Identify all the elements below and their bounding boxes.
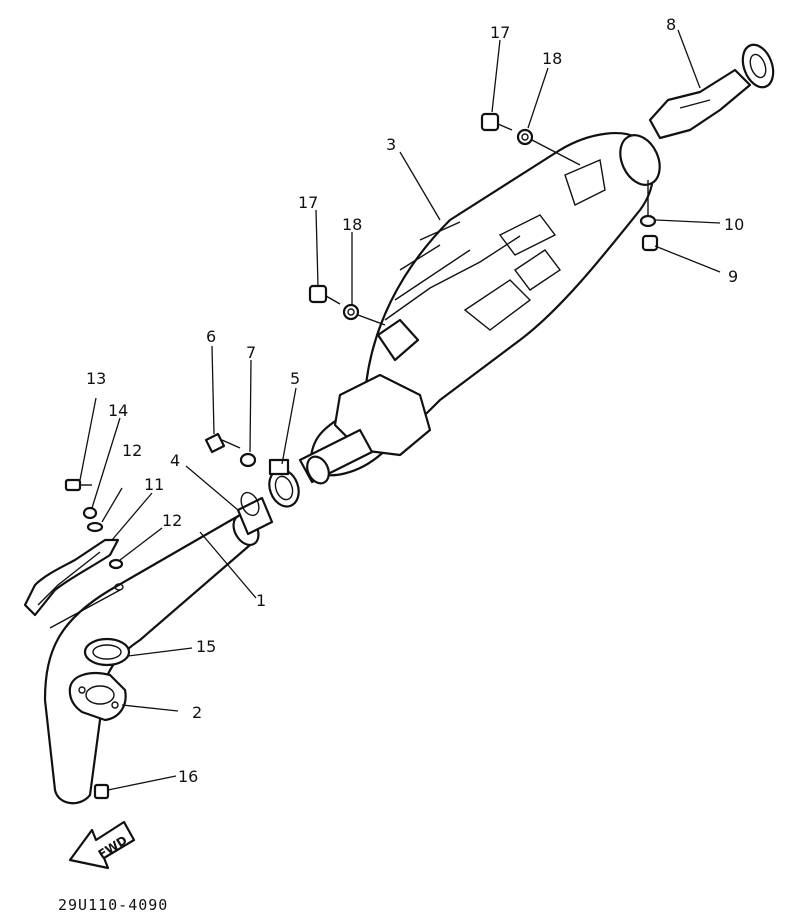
callout-10: 10 [724,215,744,234]
clamp [268,458,300,508]
washer-14 [82,506,98,520]
callout-17b: 17 [298,193,318,212]
joint-sleeve [236,491,274,536]
callout-2: 2 [192,703,202,722]
callout-16: 16 [178,767,198,786]
washer-7 [239,452,257,468]
callout-8: 8 [666,15,676,34]
callout-3: 3 [386,135,396,154]
leader-lines [79,29,721,791]
gasket [83,637,131,667]
drawing-code: 29U110-4090 [58,896,168,914]
callout-18b: 18 [342,215,362,234]
bolt-17b [308,284,341,305]
callout-13: 13 [86,369,106,388]
nut-9 [641,234,659,252]
tailpipe [648,43,775,140]
washer-12b [108,558,124,591]
nut-16 [93,783,110,800]
washer-18b [342,303,360,321]
callout-7: 7 [246,343,256,362]
callout-labels: 1 2 3 4 5 6 7 8 9 10 11 12 12 13 14 15 1… [86,15,744,786]
callout-17a: 17 [490,23,510,42]
exhaust-pipe [43,513,260,805]
callout-11: 11 [144,475,164,494]
muffler [298,132,661,485]
callout-4: 4 [170,451,180,470]
bolt-13 [64,478,92,492]
callout-15: 15 [196,637,216,656]
callout-12a: 12 [122,441,142,460]
fwd-arrow: FWD [68,820,136,870]
washer-12a [86,521,104,533]
assembly-lines [357,139,649,326]
bolt-6 [204,432,241,454]
heat-protector [23,538,120,617]
callout-18a: 18 [542,49,562,68]
callout-9: 9 [728,267,738,286]
exhaust-flange [68,671,127,722]
callout-14: 14 [108,401,128,420]
callout-1: 1 [256,591,266,610]
washer-10 [639,214,657,228]
bolt-17a [480,112,513,132]
callout-5: 5 [290,369,300,388]
washer-18a [516,128,534,146]
callout-12b: 12 [162,511,182,530]
callout-6: 6 [206,327,216,346]
